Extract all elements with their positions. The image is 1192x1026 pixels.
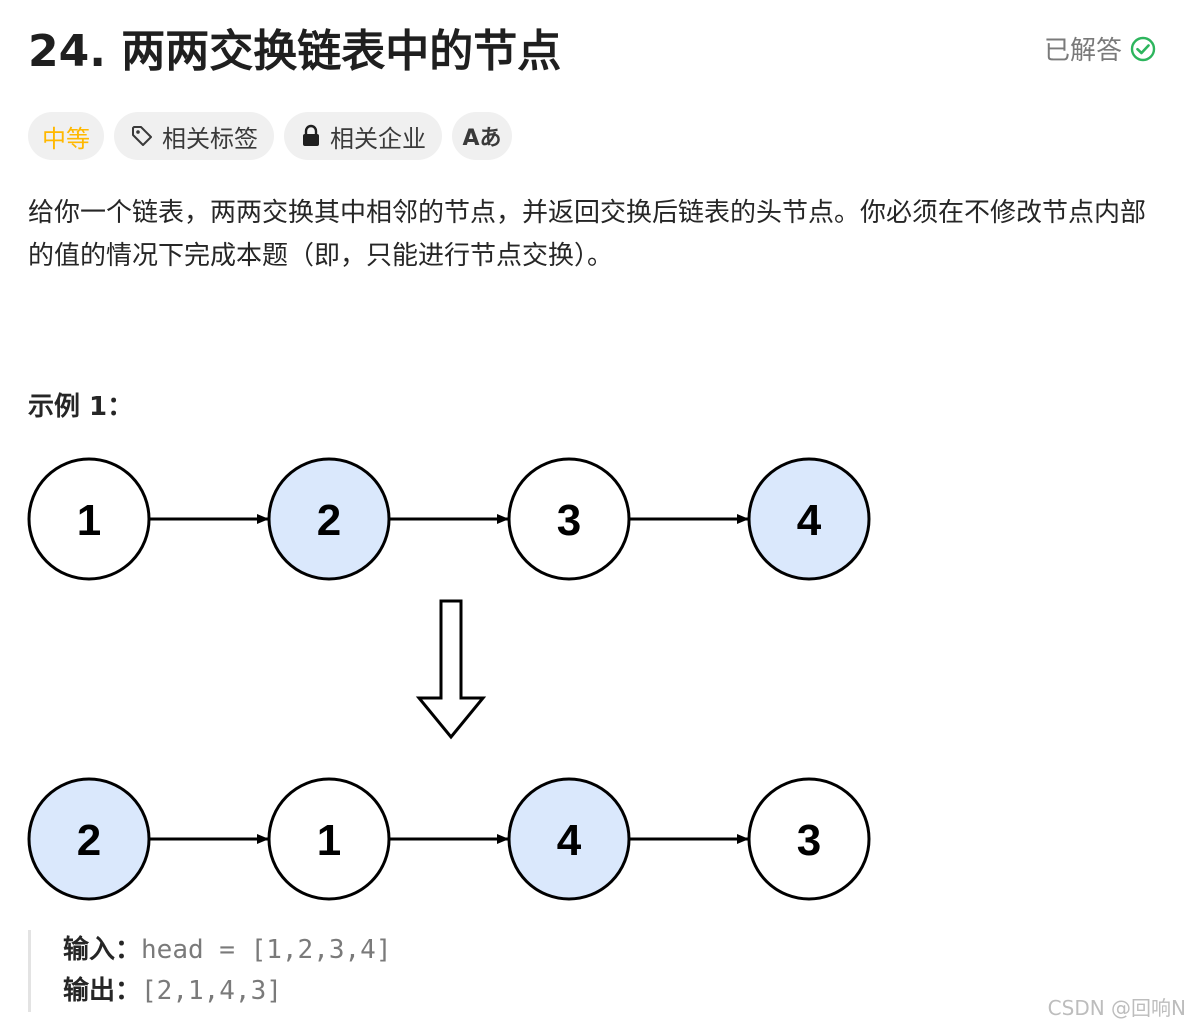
output-value: [2,1,4,3] <box>141 976 282 1006</box>
example-io: 输入：head = [1,2,3,4] 输出：[2,1,4,3] <box>28 930 391 1012</box>
translate-icon: Aあ <box>462 126 502 151</box>
related-companies-button[interactable]: 相关企业 <box>284 112 442 160</box>
output-label: 输出： <box>63 976 142 1006</box>
input-label: 输入： <box>63 935 142 965</box>
tag-icon <box>132 126 152 146</box>
problem-description: 给你一个链表，两两交换其中相邻的节点，并返回交换后链表的头节点。你必须在不修改节… <box>28 198 1147 271</box>
node-value: 4 <box>797 496 822 545</box>
node-value: 4 <box>557 816 582 865</box>
related-tags-label: 相关标签 <box>162 124 258 153</box>
down-arrow-icon <box>415 599 487 740</box>
node-value: 1 <box>317 816 341 865</box>
related-companies-label: 相关企业 <box>330 124 426 153</box>
node-value: 2 <box>77 816 101 865</box>
watermark: CSDN @回响N <box>1047 996 1186 1020</box>
difficulty-badge[interactable]: 中等 <box>28 112 104 160</box>
list-after: 2 1 4 3 <box>27 777 871 901</box>
solved-status: 已解答 <box>1044 30 1156 67</box>
linked-list-diagram: 1 2 3 4 2 1 4 3 <box>27 457 871 901</box>
list-node <box>747 457 871 581</box>
node-value: 1 <box>77 496 101 545</box>
solved-label: 已解答 <box>1043 36 1122 66</box>
list-node <box>747 777 871 901</box>
list-node <box>27 777 151 901</box>
list-node <box>27 457 151 581</box>
tag-row: 中等 相关标签 相关企业 Aあ <box>28 112 512 160</box>
list-node <box>507 777 631 901</box>
related-tags-button[interactable]: 相关标签 <box>114 112 274 160</box>
output-line: 输出：[2,1,4,3] <box>63 971 391 1012</box>
node-value: 2 <box>317 496 341 545</box>
lock-icon <box>303 124 319 146</box>
node-value: 3 <box>797 816 821 865</box>
list-node <box>267 777 391 901</box>
example-title: 示例 1： <box>28 392 134 422</box>
problem-title: 24. 两两交换链表中的节点 <box>28 26 562 77</box>
check-circle-icon <box>1130 36 1156 61</box>
input-line: 输入：head = [1,2,3,4] <box>63 930 391 971</box>
translate-button[interactable]: Aあ <box>452 112 512 160</box>
list-node <box>267 457 391 581</box>
node-value: 3 <box>557 496 581 545</box>
list-before: 1 2 3 4 <box>27 457 871 581</box>
list-node <box>507 457 631 581</box>
input-value: head = [1,2,3,4] <box>141 935 392 965</box>
